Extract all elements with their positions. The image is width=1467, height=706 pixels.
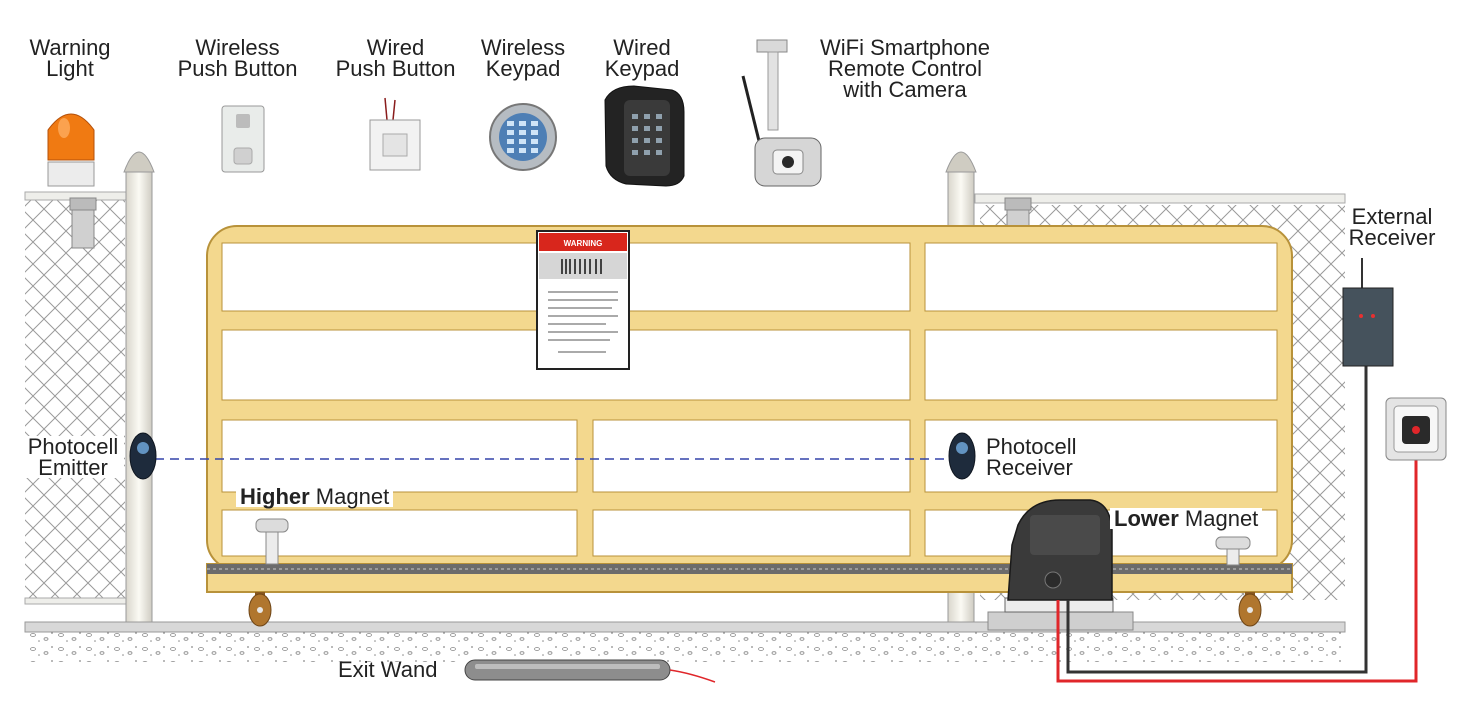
wireless-keypad-label: Wireless Keypad <box>468 35 578 81</box>
photocell-emitter-device <box>129 432 157 480</box>
photocell-emitter-label-line2: Emitter <box>38 455 108 480</box>
external-receiver-label: External Receiver <box>1336 204 1448 250</box>
wired-keypad-label: Wired Keypad <box>592 35 692 81</box>
higher-magnet-label-bold: Higher <box>240 484 310 509</box>
warning-light-label-line1: Warning <box>29 35 111 60</box>
wired-keypad-device <box>604 85 685 187</box>
photocell-receiver-device <box>948 432 976 480</box>
wireless-push-button-label-line2: Push Button <box>177 56 298 81</box>
warning-light-device <box>47 113 95 187</box>
red-wire <box>1056 438 1418 683</box>
wired-keypad-label-line2: Keypad <box>604 56 680 81</box>
right-wheel <box>1238 592 1262 627</box>
wired-keypad-label-line1: Wired <box>613 35 671 60</box>
wired-push-button-label-line1: Wired <box>366 35 425 60</box>
wireless-push-button-device <box>221 105 265 173</box>
left-wheel <box>248 592 272 627</box>
left-fence <box>24 191 131 605</box>
warning-light-label-line2: Light <box>46 56 94 81</box>
wireless-keypad-device <box>489 103 557 171</box>
photocell-receiver-label: Photocell Receiver <box>982 434 1081 480</box>
lower-magnet-label-rest: Magnet <box>1178 506 1259 531</box>
sliding-gate <box>206 225 1293 593</box>
external-receiver-label-line1: External <box>1351 204 1433 229</box>
lower-magnet-label: Lower Magnet <box>1110 506 1263 531</box>
photocell-emitter-label-line1: Photocell <box>27 434 119 459</box>
wireless-keypad-label-line2: Keypad <box>485 56 561 81</box>
external-receiver-device <box>1342 258 1394 367</box>
wifi-camera-label-line3: with Camera <box>843 77 967 102</box>
wifi-camera-label-line2: Remote Control <box>827 56 983 81</box>
warning-sign-header: WARNING <box>564 239 603 248</box>
photocell-receiver-label-line1: Photocell <box>986 434 1077 459</box>
external-receiver-label-line2: Receiver <box>1348 225 1436 250</box>
wireless-push-button-label-line1: Wireless <box>195 35 280 60</box>
wifi-camera-device <box>741 39 822 187</box>
black-wire <box>1066 366 1368 674</box>
wireless-keypad-label-line1: Wireless <box>480 35 566 60</box>
power-socket <box>1385 397 1447 461</box>
warning-light-label: Warning Light <box>20 35 120 81</box>
higher-magnet-label-rest: Magnet <box>309 484 390 509</box>
wifi-camera-label: WiFi Smartphone Remote Control with Came… <box>800 35 1010 102</box>
lower-magnet-label-bold: Lower <box>1114 506 1179 531</box>
left-clamp <box>69 197 97 249</box>
wireless-push-button-label: Wireless Push Button <box>160 35 315 81</box>
higher-magnet-label: Higher Magnet <box>236 484 394 509</box>
lower-magnet-bracket <box>1215 536 1251 566</box>
warning-sign: WARNING <box>536 230 630 370</box>
ground <box>24 621 1346 662</box>
exit-wand-device <box>464 659 716 683</box>
exit-wand-label: Exit Wand <box>338 657 438 682</box>
wired-push-button-device <box>369 97 421 171</box>
photocell-receiver-label-line2: Receiver <box>986 455 1073 480</box>
wired-push-button-label-line2: Push Button <box>335 56 456 81</box>
wifi-camera-label-line1: WiFi Smartphone <box>820 35 990 60</box>
gear-rack <box>207 564 1292 574</box>
photocell-emitter-label: Photocell Emitter <box>22 434 124 480</box>
wired-push-button-label: Wired Push Button <box>318 35 473 81</box>
higher-magnet-bracket <box>255 518 289 565</box>
left-post <box>123 151 155 623</box>
